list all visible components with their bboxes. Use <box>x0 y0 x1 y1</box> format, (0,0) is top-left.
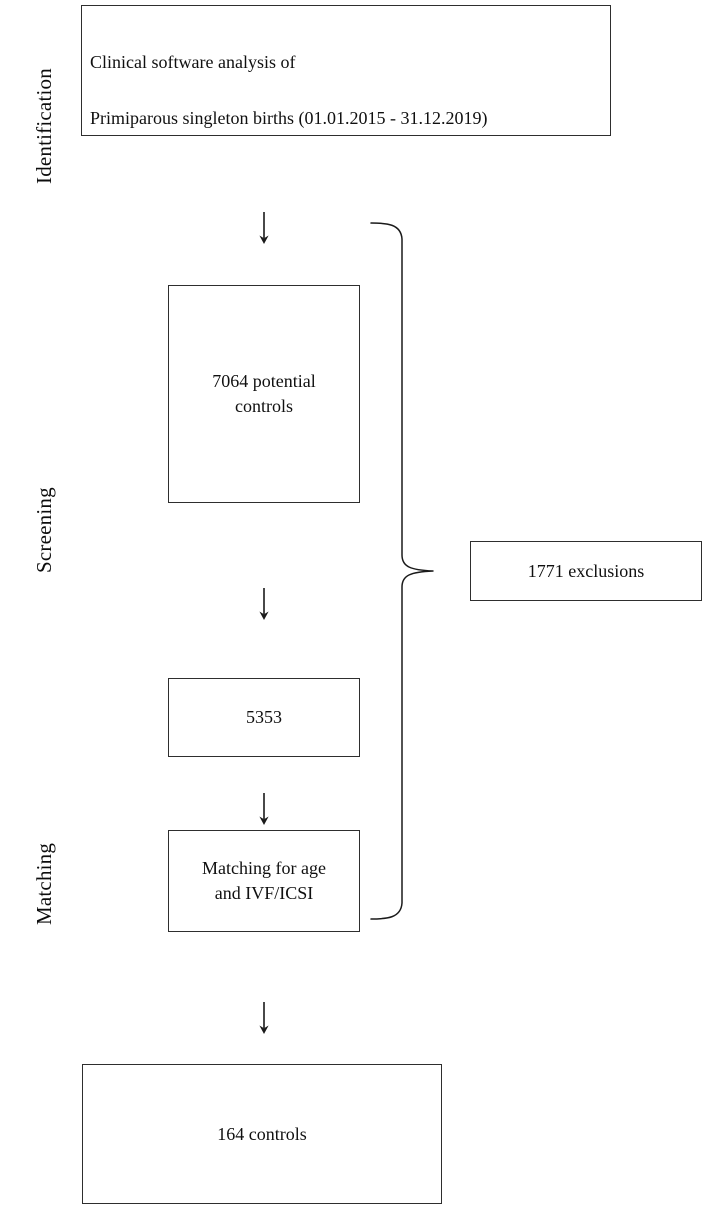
arrow-potential-to-remaining-icon <box>256 588 272 622</box>
box-remaining-count: 5353 <box>168 678 360 757</box>
brace-to-exclusions-icon <box>365 215 441 921</box>
matching-criteria-line-1: Matching for age <box>202 858 326 879</box>
final-controls-label: 164 controls <box>217 1123 307 1144</box>
identification-source-line-1: Clinical software analysis of <box>90 52 296 72</box>
arrow-remaining-to-matching-icon <box>256 793 272 827</box>
box-final-controls: 164 controls <box>82 1064 442 1204</box>
stage-label-matching: Matching <box>32 842 56 925</box>
stage-label-screening: Screening <box>32 487 56 573</box>
potential-controls-line-1: 7064 potential <box>212 371 316 392</box>
identification-source-line-2: Primiparous singleton births (01.01.2015… <box>90 108 488 128</box>
matching-criteria-line-2: and IVF/ICSI <box>214 883 314 903</box>
potential-controls-line-2: controls <box>234 396 293 416</box>
box-potential-controls: 7064 potential controls <box>168 285 360 503</box>
remaining-count-label: 5353 <box>246 707 282 728</box>
arrow-source-to-potential-icon <box>256 212 272 246</box>
stage-label-identification: Identification <box>32 68 56 184</box>
exclusions-label: 1771 exclusions <box>527 560 645 581</box>
arrow-matching-to-final-icon <box>256 1002 272 1036</box>
box-identification-source: Clinical software analysis of Primiparou… <box>81 5 611 136</box>
box-matching-criteria: Matching for age and IVF/ICSI <box>168 830 360 932</box>
box-exclusions: 1771 exclusions <box>470 541 702 601</box>
